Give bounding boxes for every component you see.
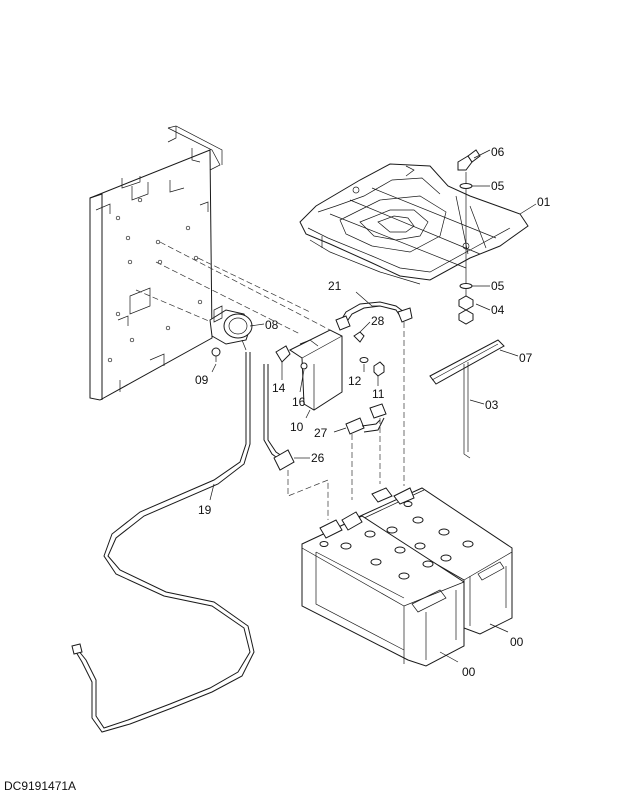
hold-down-bracket bbox=[429, 339, 505, 459]
battery-cable-21 bbox=[335, 301, 413, 486]
callout-14: 14 bbox=[272, 381, 286, 395]
battery-jumper-27 bbox=[345, 403, 387, 500]
battery-cable-26 bbox=[263, 364, 329, 520]
callout-12: 12 bbox=[348, 374, 362, 388]
callout-leaders bbox=[209, 149, 537, 663]
callout-16: 16 bbox=[292, 395, 306, 409]
callout-08: 08 bbox=[265, 318, 279, 332]
callout-07: 07 bbox=[519, 351, 533, 365]
callout-06: 06 bbox=[491, 145, 505, 159]
bolt bbox=[373, 361, 385, 377]
callout-27: 27 bbox=[314, 426, 328, 440]
battery-rear bbox=[354, 487, 513, 635]
callout-09: 09 bbox=[195, 373, 209, 387]
callout-21: 21 bbox=[328, 279, 342, 293]
hardware-stack bbox=[457, 149, 481, 325]
callout-10: 10 bbox=[290, 420, 304, 434]
fuse-box bbox=[275, 329, 343, 411]
callout-11: 11 bbox=[372, 387, 385, 401]
callout-03: 03 bbox=[485, 398, 499, 412]
callout-26: 26 bbox=[311, 451, 325, 465]
battery-relay bbox=[209, 305, 253, 362]
callout-00-rear: 00 bbox=[510, 635, 524, 649]
battery-front bbox=[301, 511, 465, 667]
callout-05-lower: 05 bbox=[491, 279, 505, 293]
washer bbox=[359, 357, 369, 363]
callout-05-upper: 05 bbox=[491, 179, 505, 193]
ground-cable-19 bbox=[71, 352, 255, 733]
drawing-code: DC9191471A bbox=[4, 779, 76, 793]
callout-28: 28 bbox=[371, 314, 385, 328]
callout-04: 04 bbox=[491, 303, 505, 317]
callout-19: 19 bbox=[198, 503, 212, 517]
callout-01: 01 bbox=[537, 195, 551, 209]
mounting-panel bbox=[89, 125, 223, 401]
callout-00-front: 00 bbox=[462, 665, 476, 679]
